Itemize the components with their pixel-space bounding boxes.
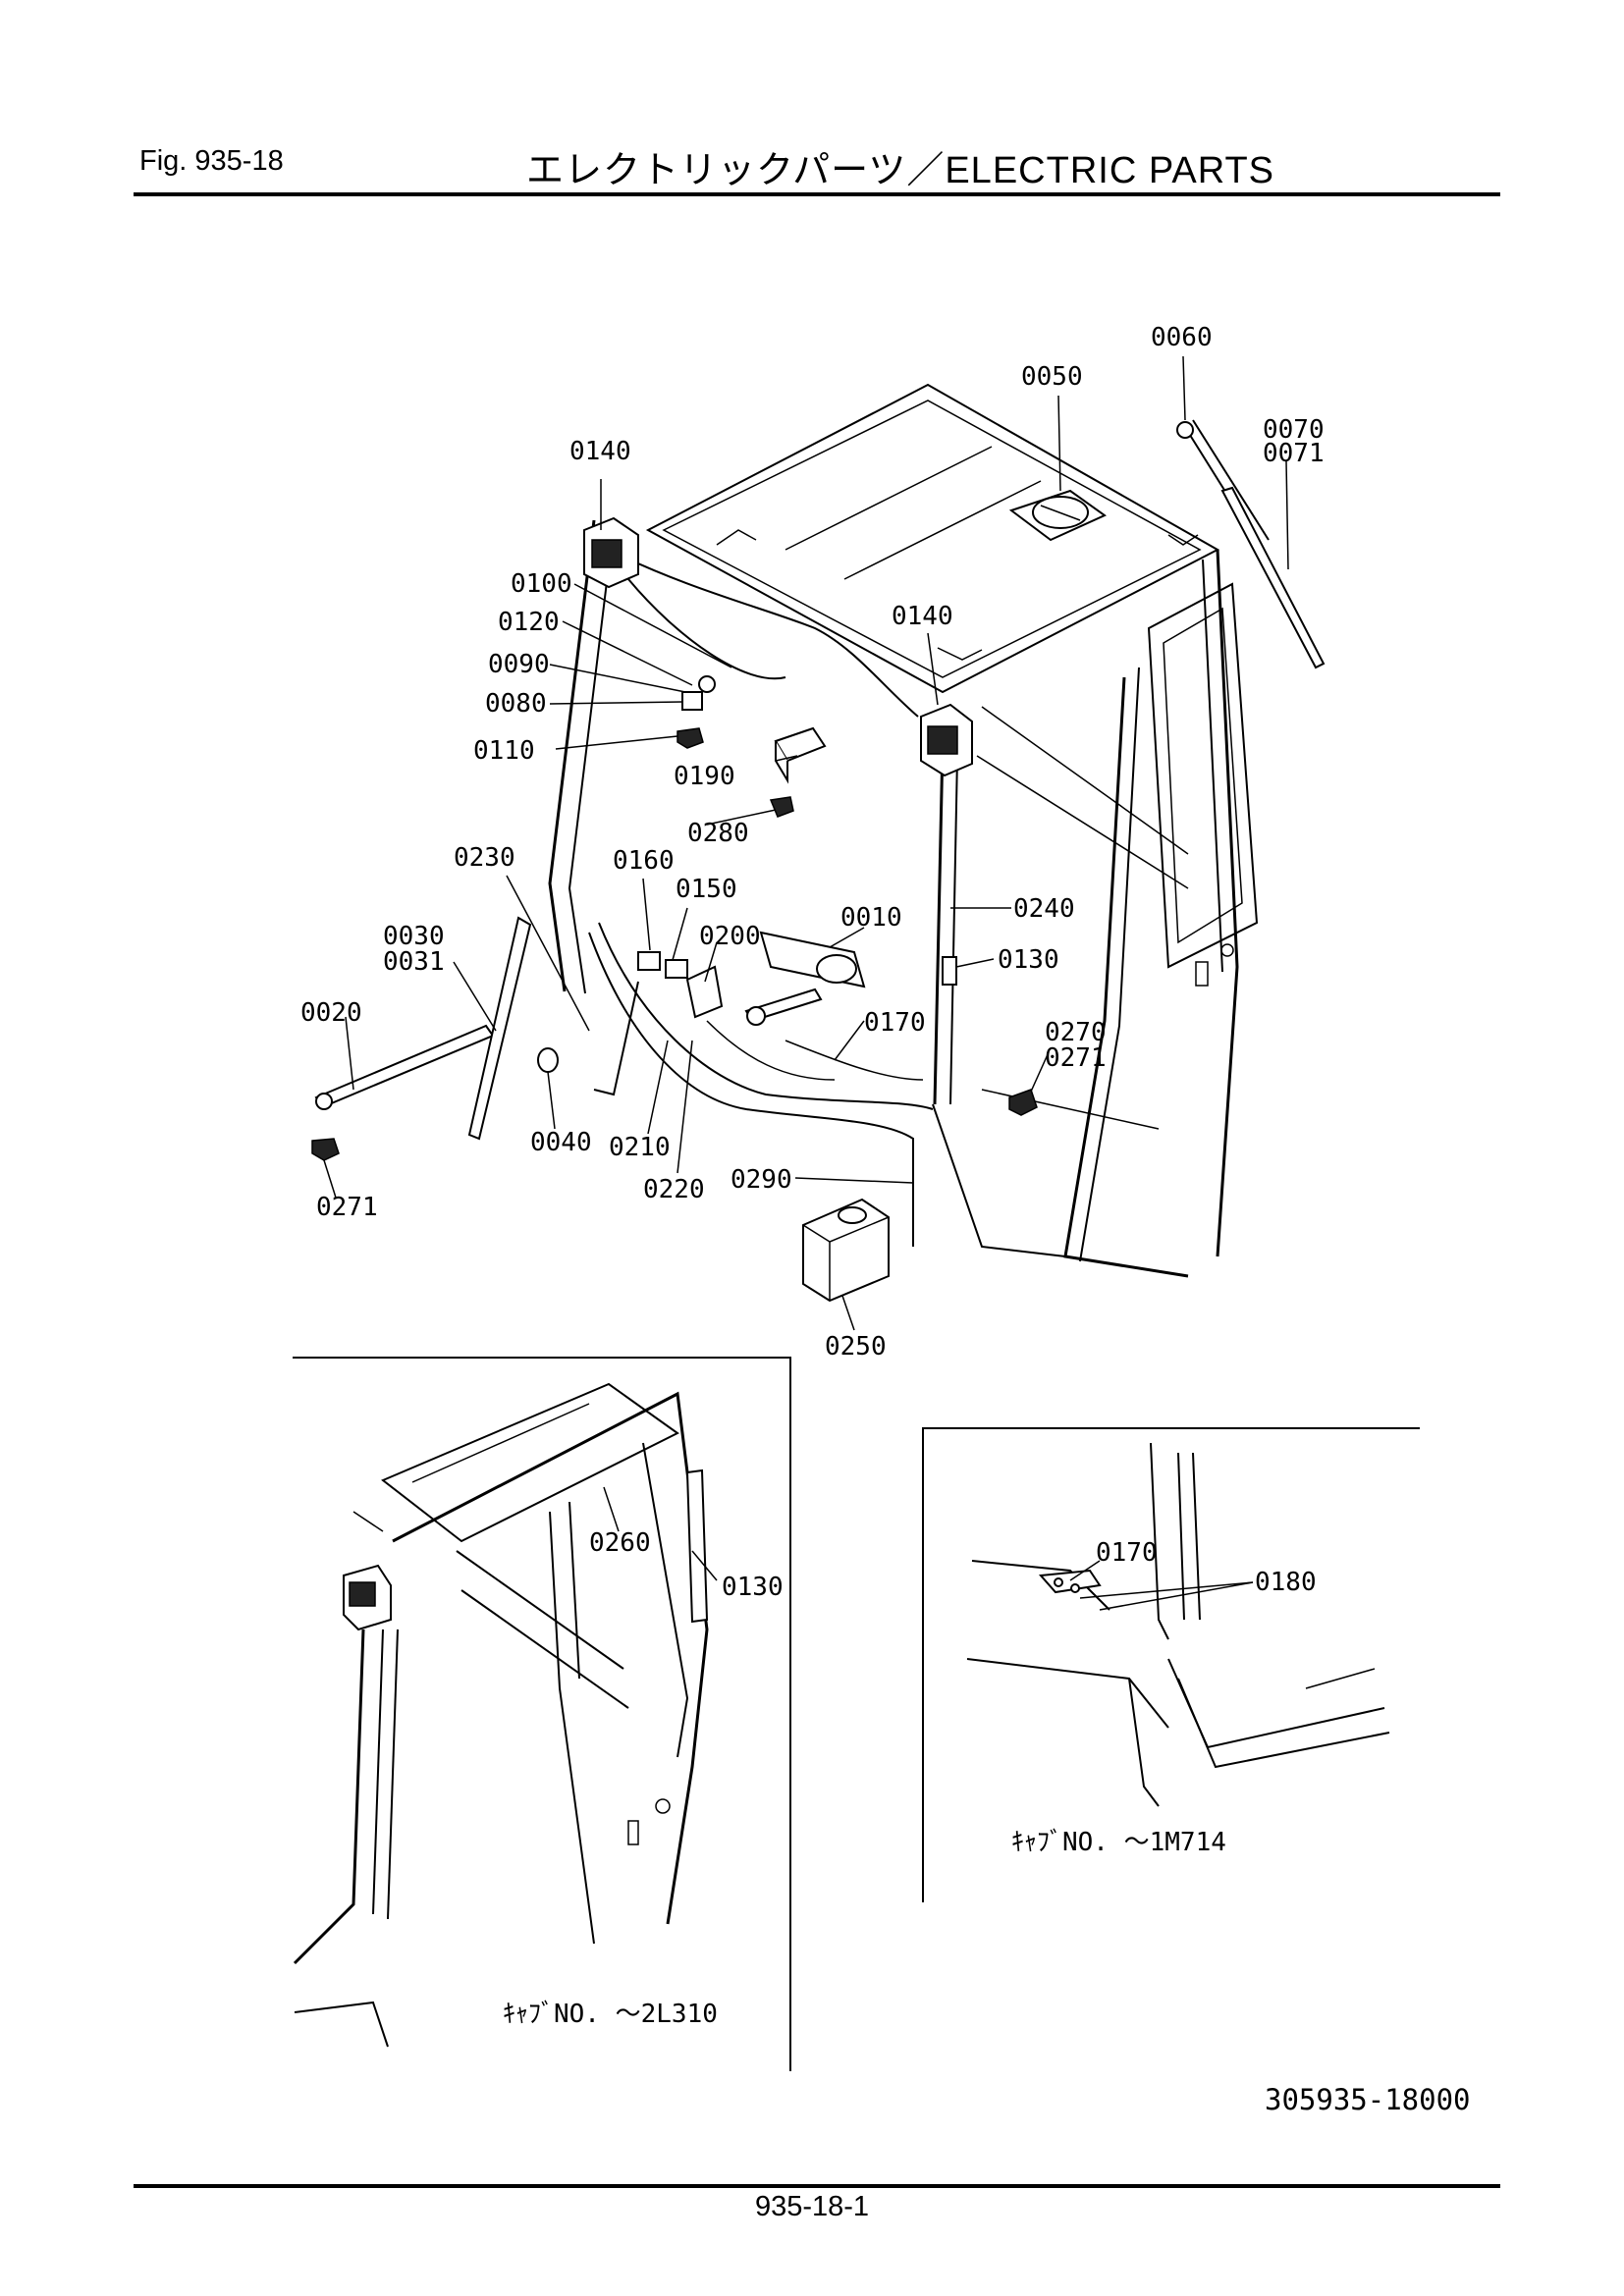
callout-0130: 0130	[998, 945, 1059, 975]
front-wiper-motor	[744, 931, 866, 1026]
inset-right-note: ｷｬﾌﾞNO. ～1M714	[1011, 1828, 1226, 1857]
callout-0071: 0071	[1263, 439, 1325, 468]
callout-0070: 0070	[1263, 415, 1325, 445]
figure-number: Fig. 935-18	[139, 145, 284, 177]
relay-0190	[774, 726, 827, 784]
callout-0140-right: 0140	[892, 602, 953, 631]
document-number: 305935-18000	[1265, 2083, 1471, 2116]
callout-0230: 0230	[454, 843, 515, 873]
callout-0090: 0090	[488, 650, 550, 679]
switch-panel	[637, 951, 724, 1019]
callout-0030: 0030	[383, 922, 445, 951]
callout-0080: 0080	[485, 689, 547, 719]
callout-0040: 0040	[530, 1128, 592, 1157]
work-lamp-right	[920, 703, 973, 777]
inset-left-note: ｷｬﾌﾞNO. ～2L310	[503, 2000, 718, 2029]
callout-0290: 0290	[731, 1165, 792, 1195]
top-wiper-blade	[1220, 486, 1326, 669]
header-rule	[134, 192, 1500, 196]
callout-0170: 0170	[864, 1008, 926, 1038]
callout-0250: 0250	[825, 1332, 887, 1362]
callout-0240: 0240	[1013, 894, 1075, 924]
page-title: エレクトリックパーツ／ELECTRIC PARTS	[526, 150, 1275, 191]
callout-0180: 0180	[1255, 1568, 1317, 1597]
callout-0271-right: 0271	[1045, 1043, 1107, 1073]
front-wiper-arm	[314, 1024, 495, 1110]
callout-0150: 0150	[676, 875, 737, 904]
callout-0271-left: 0271	[316, 1193, 378, 1222]
callout-0280: 0280	[687, 819, 749, 848]
callout-0120: 0120	[498, 608, 560, 637]
callout-0020: 0020	[300, 998, 362, 1028]
callout-0270: 0270	[1045, 1018, 1107, 1047]
screw-0280	[769, 796, 794, 818]
wiring-harness	[588, 549, 934, 1247]
callout-0210: 0210	[609, 1133, 671, 1162]
callout-0140-left: 0140	[569, 437, 631, 466]
bolt-0270	[1008, 1089, 1038, 1116]
screw-0110	[677, 727, 704, 749]
top-wiper-motor	[1008, 489, 1107, 542]
inset-right: 0170 0180 ｷｬﾌﾞNO. ～1M714	[922, 1427, 1420, 1902]
callout-0170-inset: 0170	[1096, 1538, 1158, 1568]
callout-0200: 0200	[699, 922, 761, 951]
callout-0060: 0060	[1151, 323, 1213, 352]
callout-0220: 0220	[643, 1175, 705, 1204]
washer-tank	[802, 1198, 890, 1303]
bolt-0271-left	[311, 1138, 340, 1161]
leader-lines	[323, 355, 1289, 1331]
work-lamp-left	[583, 516, 639, 589]
callout-0160: 0160	[613, 846, 675, 876]
switch-0130	[942, 956, 957, 986]
callout-0050: 0050	[1021, 362, 1083, 392]
cab-body	[548, 383, 1259, 1278]
front-wiper-blade	[467, 916, 532, 1141]
callout-0130-inset: 0130	[722, 1573, 784, 1602]
callout-0190: 0190	[674, 762, 735, 791]
callout-labels: 0060 0050 0070 0071 0140 0100 0120 0140 …	[300, 323, 1325, 1362]
connector-0080	[681, 675, 716, 711]
callout-0100: 0100	[511, 569, 572, 599]
callout-0110: 0110	[473, 736, 535, 766]
callout-0031: 0031	[383, 947, 445, 977]
footer-rule	[134, 2184, 1500, 2188]
callout-0260: 0260	[589, 1528, 651, 1558]
bushing-0040	[537, 1047, 559, 1073]
callout-0010: 0010	[840, 903, 902, 933]
inset-left: 0260 0130 ｷｬﾌﾞNO. ～2L310	[293, 1357, 791, 2071]
page-number: 935-18-1	[754, 2191, 870, 2222]
